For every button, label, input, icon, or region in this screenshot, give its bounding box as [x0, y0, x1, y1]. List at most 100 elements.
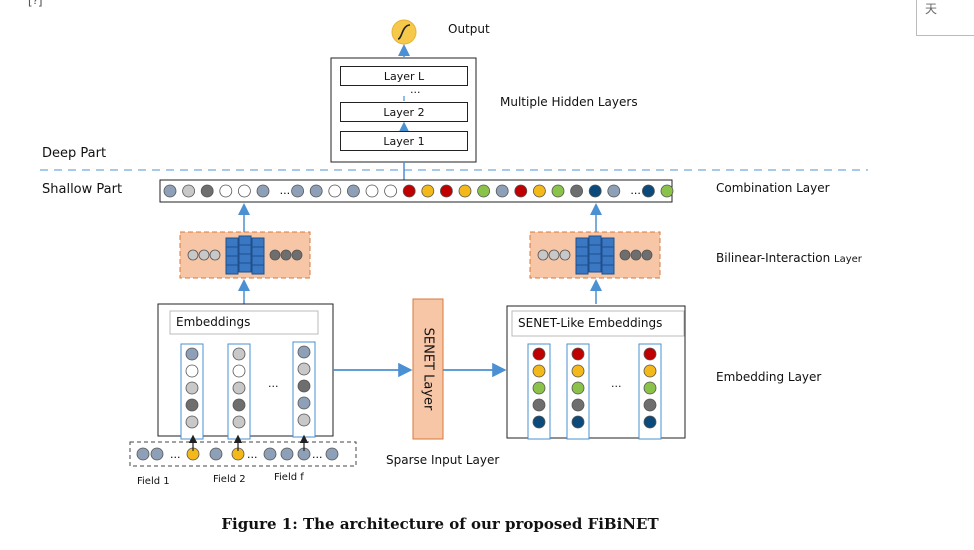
bilinear-input-node [198, 249, 210, 261]
interaction-cell [575, 264, 589, 275]
senet-layer-box [412, 298, 444, 440]
sparse-node [150, 447, 164, 461]
layer-2-box: Layer 2 [340, 102, 468, 122]
bilinear-layer-label: Bilinear-Interaction Layer [716, 251, 862, 265]
interaction-cell [588, 244, 602, 255]
interaction-cell [251, 246, 265, 257]
combination-node [309, 184, 323, 198]
bilinear-input-node [209, 249, 221, 261]
interaction-cell [601, 246, 615, 257]
embedding-node [297, 396, 311, 410]
bilinear-output-node [641, 249, 653, 261]
bilinear-output-node [619, 249, 631, 261]
interaction-cell [238, 262, 252, 273]
interaction-cell [225, 237, 239, 248]
senet-embedding-node [571, 347, 585, 361]
interaction-cell [601, 264, 615, 275]
bilinear-input-node [537, 249, 549, 261]
interaction-cell [238, 235, 252, 246]
senet-embedding-node [643, 381, 657, 395]
interaction-cell [251, 237, 265, 248]
combination-node [384, 184, 398, 198]
combination-node [570, 184, 583, 198]
combination-node [163, 184, 177, 198]
combination-node [200, 184, 214, 198]
combination-node [588, 184, 602, 198]
sigmoid-icon [397, 24, 411, 40]
senet-embeddings-title: SENET-Like Embeddings [518, 316, 663, 330]
combination-node [365, 184, 379, 198]
embedding-node [185, 347, 199, 361]
embeddings-title-box [169, 310, 319, 335]
senet-embedding-node [643, 415, 657, 429]
interaction-cell [575, 237, 589, 248]
layer-2-text: Layer 2 [383, 105, 425, 119]
combination-node [495, 184, 509, 198]
sparse-ellipsis: ... [312, 448, 323, 461]
embedding-node [297, 413, 311, 427]
field-f-label: Field f [274, 472, 304, 483]
combination-node [477, 184, 491, 198]
interaction-cell [588, 235, 602, 246]
senet-layer-label: SENET Layer [420, 327, 436, 411]
figure-caption: Figure 1: The architecture of our propos… [221, 515, 659, 533]
senet-embedding-node [532, 381, 546, 395]
embedding-node [185, 364, 199, 378]
embedding-node [232, 364, 246, 378]
combination-node [291, 184, 305, 198]
combination-node [533, 184, 546, 198]
interaction-cell [588, 253, 602, 264]
senet-embedding-node [532, 364, 546, 378]
sparse-node [209, 447, 223, 461]
sparse-ellipsis: ... [247, 448, 258, 461]
combination-node [328, 184, 342, 198]
senet-embedding-node [643, 364, 657, 378]
embedding-node [185, 398, 199, 412]
combination-node [660, 184, 674, 198]
bilinear-label-suffix: Layer [834, 254, 862, 265]
combination-layer-label: Combination Layer [716, 181, 830, 195]
combination-node [642, 184, 655, 198]
senet-embedding-node [643, 398, 657, 412]
layer-l-text: Layer L [383, 69, 425, 83]
combination-node [219, 184, 233, 198]
interaction-cell [225, 264, 239, 275]
combination-ellipsis: ... [630, 184, 641, 197]
embeddings-title: Embeddings [176, 315, 251, 329]
combination-node [237, 184, 251, 198]
embedding-node [232, 398, 246, 412]
output-label: Output [448, 22, 490, 36]
interaction-cell [225, 246, 239, 257]
interaction-cell [225, 255, 239, 266]
senet-embedding-node [532, 415, 546, 429]
top-right-tab[interactable]: 天 [916, 0, 974, 36]
layer-1-box: Layer 1 [340, 131, 468, 151]
sparse-node [325, 447, 339, 461]
combination-node [402, 184, 416, 198]
combination-node [458, 184, 472, 198]
sparse-node [136, 447, 150, 461]
combination-ellipsis: ... [280, 184, 291, 197]
field-1-label: Field 1 [137, 476, 170, 487]
interaction-cell [251, 255, 265, 266]
bilinear-output-node [630, 249, 642, 261]
interaction-cell [238, 253, 252, 264]
combination-node [607, 184, 621, 198]
embedding-node [232, 381, 246, 395]
combination-node [346, 184, 360, 198]
sparse-node [263, 447, 277, 461]
senet-embedding-node [571, 364, 585, 378]
senet-embedding-node [571, 415, 585, 429]
embedding-node [297, 379, 311, 393]
interaction-cell [575, 255, 589, 266]
senet-embedding-node [571, 398, 585, 412]
bilinear-label-main: Bilinear-Interaction [716, 251, 831, 265]
interaction-cell [251, 264, 265, 275]
deep-part-label: Deep Part [42, 146, 107, 161]
layers-ellipsis: ... [410, 83, 421, 96]
embedding-node [185, 381, 199, 395]
senet-embedding-node [532, 398, 546, 412]
layer-l-box: Layer L [340, 66, 468, 86]
senet-embeddings-title-box [511, 310, 685, 337]
